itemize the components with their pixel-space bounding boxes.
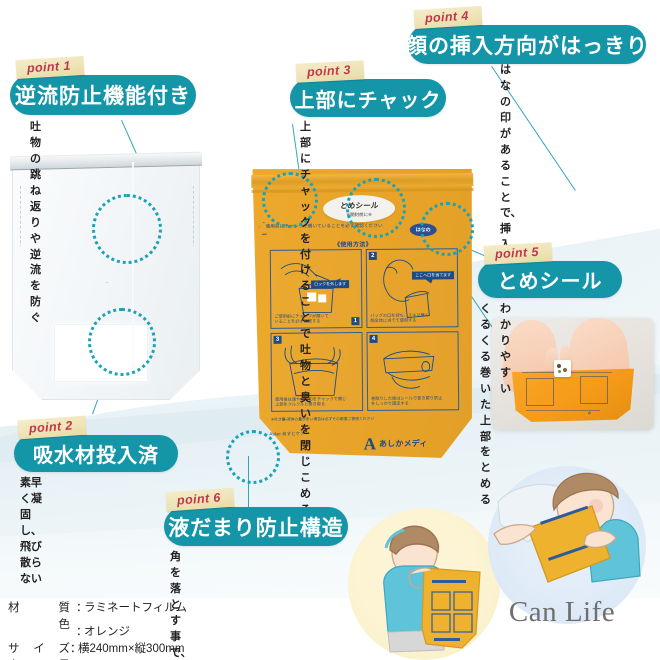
point-tag-3: point 3 — [295, 60, 365, 83]
spec-row: 色 ：オレンジ — [8, 617, 187, 641]
highlight-circle-backflow — [92, 194, 162, 264]
point-desc-6: 角を落とす事で、袋の隅に 液が留まることを防止する — [170, 551, 192, 659]
photo-rolled-bag — [512, 368, 634, 422]
point-desc-1: 吐物の跳ね返りや 逆流を防ぐ — [30, 121, 41, 325]
brand-name-text: あしかメディ — [378, 439, 428, 449]
step2-number: 2 — [368, 251, 377, 260]
clear-bag-backflow-flap — [20, 186, 194, 283]
step2-caption: バッグの口を持ち、スキマ無く 顔全体に当てて使用する — [370, 312, 430, 324]
spec-value: ラミネートフィルム — [84, 602, 188, 614]
point-title-3: 上部にチャック — [290, 79, 446, 117]
orange-bag-illustration: とめシール ※開封前に※ はなの 使用前にチャックが開いていることを必ず確認くだ… — [248, 160, 482, 466]
step1-caption: ご使用前にチャックが開いて いることを必ず確認する — [274, 312, 329, 325]
highlight-circle-nose — [420, 202, 474, 256]
highlight-circle-seal — [346, 178, 406, 238]
point-desc-2: 素早く凝固し、飛び散らない — [20, 477, 42, 585]
instruction-step-3: 使用後は速やかに口をチャックで閉じ 上部をクルクルと巻き取る 3 — [270, 332, 364, 412]
point-title-2: 吸水材投入済 — [14, 435, 178, 472]
seal-dot-1 — [557, 364, 561, 368]
spec-row: サイズ：横240mm×縦300mm — [8, 641, 187, 658]
lying-user-artwork — [493, 472, 641, 583]
spec-value: オレンジ — [84, 625, 130, 638]
specifications-table: 材質：ラミネートフィルム色：オレンジサイズ：横240mm×縦300mm容量：1,… — [8, 600, 187, 660]
spec-label: 材質 — [8, 602, 70, 614]
highlight-circle-absorbent — [88, 308, 156, 376]
highlight-circle-corner — [226, 430, 280, 484]
step4-artwork — [383, 350, 435, 389]
brand-mark-icon: A — [363, 434, 377, 454]
point-desc-4: はなの印があることで、 挿入方向がわかりやすい — [500, 64, 522, 395]
instruction-step-2: ここへ口を当てます バッグの口を持ち、スキマ無く 顔全体に当てて使用する 2 — [365, 248, 459, 329]
spec-row: 材質 ：ラミネートフィルム — [8, 600, 187, 617]
spec-label: サイズ — [8, 642, 70, 655]
seal-usage-photo: A — [492, 318, 654, 430]
step3-artwork — [284, 345, 341, 397]
illustration-standing-user — [348, 508, 500, 660]
spec-separator: ： — [76, 625, 88, 638]
step4-number: 4 — [369, 334, 378, 343]
photo-bag-line-2 — [526, 410, 600, 411]
step3-caption: 使用後は速やかに口をチャックで閉じ 上部をクルクルと巻き取る — [275, 395, 347, 408]
point-tag-5: point 5 — [483, 242, 553, 265]
step3-number: 3 — [273, 335, 282, 344]
step1-tag: ロックを外します — [311, 280, 350, 289]
instruction-step-1: ロックを外します ご使用前にチャックが開いて いることを必ず確認する 1 — [269, 249, 363, 329]
orange-bag-footnote: ※吐き量・液体の量が多い場合は必ずその都度ご使用ください — [270, 416, 375, 422]
standing-user-artwork — [383, 525, 481, 653]
point-desc-5: くるくる巻いた上部をとめる — [480, 303, 491, 507]
photo-bag-panel-1 — [526, 378, 554, 406]
point-title-4: 顔の挿入方向がはっきり — [406, 25, 647, 64]
point-title-6: 液だまり防止構造 — [164, 507, 348, 546]
point-desc-3: 上部にチャックを付けることで 吐物と臭いを閉じこめる — [300, 121, 311, 516]
spec-value: 横240mm×縦300mm — [78, 642, 185, 655]
photo-bag-panel-2 — [580, 376, 608, 404]
point-title-5: とめシール — [478, 261, 622, 298]
illustration-lying-user — [488, 466, 646, 624]
spec-separator: ： — [76, 602, 88, 614]
clear-bag-highlight — [132, 162, 134, 376]
step1-number: 1 — [351, 317, 360, 326]
seal-dot-2 — [563, 368, 567, 372]
step2-tag: ここへ口を当てます — [412, 271, 455, 280]
orange-bag-howto-heading: 《使用方法》 — [334, 242, 372, 249]
instruction-step-4: 巻取りした後はシールで巻き戻り防止 をしっかり固定する 4 — [366, 331, 460, 412]
seal-dot-3 — [558, 370, 561, 373]
photo-bag-brand: A — [588, 410, 591, 415]
orange-bag-brand-logo: A あしかメディ — [363, 434, 428, 454]
highlight-circle-zipper — [262, 172, 318, 228]
spec-separator: ： — [70, 642, 82, 655]
point-title-1: 逆流防止機能付き — [10, 75, 196, 115]
step4-caption: 巻取りした後はシールで巻き戻り防止 をしっかり固定する — [371, 395, 443, 407]
canlife-logo: Can Life — [508, 596, 616, 628]
orange-bag-instruction-grid: ロックを外します ご使用前にチャックが開いて いることを必ず確認する 1 ここへ… — [269, 248, 460, 412]
photo-seal-sticker — [554, 360, 571, 377]
spec-label: 色 — [58, 619, 71, 632]
